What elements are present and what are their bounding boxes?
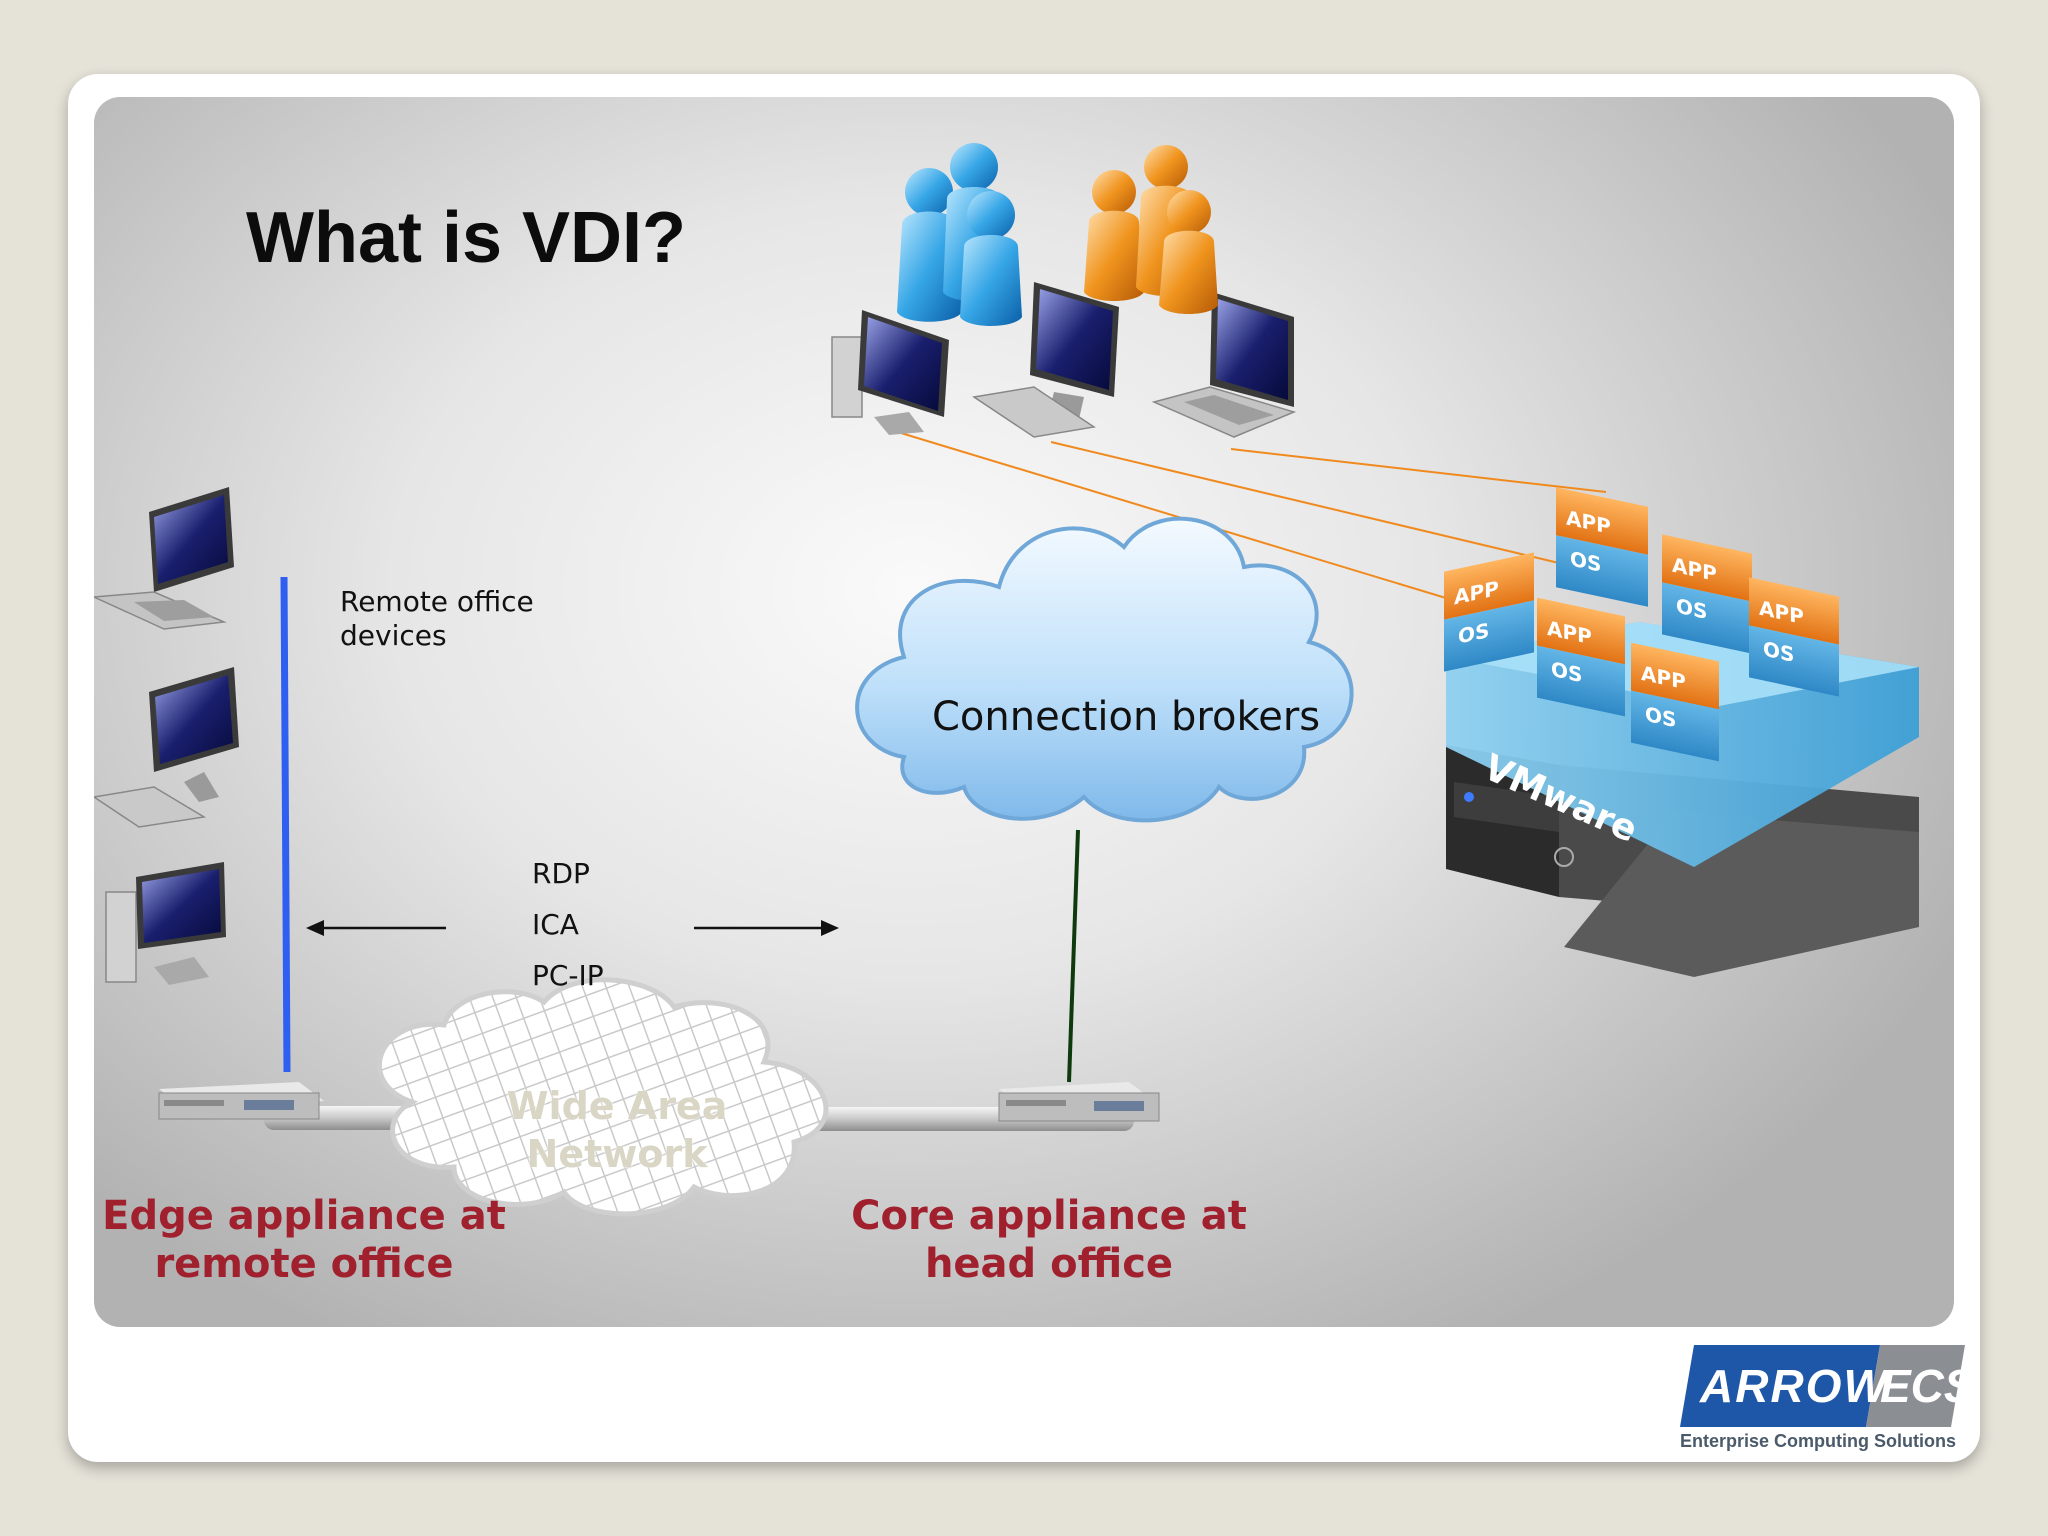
edge-appliance-caption: Edge appliance at remote office xyxy=(102,1193,506,1287)
vm-tile: APP OS xyxy=(1444,552,1534,672)
client-laptop-icon xyxy=(1151,292,1297,438)
vm-tile: APP OS xyxy=(1556,487,1648,607)
diagram-panel: APP OS APP OS APP OS APP OS APP OS APP O… xyxy=(94,97,1954,1327)
connection-broker-cloud-icon xyxy=(855,516,1354,823)
logo-tagline: Enterprise Computing Solutions xyxy=(1680,1431,1957,1451)
core-appliance-caption: Core appliance at head office xyxy=(851,1193,1247,1287)
vm-tile: APP OS xyxy=(1749,577,1839,697)
core-appliance-icon xyxy=(998,1082,1160,1122)
remote-workstation-icon xyxy=(105,862,226,985)
vm-tile: APP OS xyxy=(1537,597,1625,717)
wan-cloud-icon xyxy=(376,977,829,1217)
page-title: What is VDI? xyxy=(246,198,687,278)
left-arrow-icon xyxy=(306,920,446,936)
vm-tile: APP OS xyxy=(1662,534,1752,654)
remote-desktop-icon xyxy=(94,667,239,828)
orange-users-icon xyxy=(1084,145,1218,314)
remote-laptop-icon xyxy=(94,487,234,630)
protocol-pcip: PC-IP xyxy=(532,959,604,992)
logo-brand: ARROW xyxy=(1700,1360,1889,1412)
edge-appliance-icon xyxy=(158,1082,324,1120)
remote-office-bar xyxy=(280,576,291,1073)
broker-link-line xyxy=(1067,829,1080,1083)
protocol-rdp: RDP xyxy=(532,857,590,890)
connection-brokers-label: Connection brokers xyxy=(932,694,1321,740)
logo-mark xyxy=(1680,1345,1965,1427)
arrow-ecs-logo: ARROW ECS Enterprise Computing Solutions xyxy=(1680,1343,1975,1457)
blue-users-icon xyxy=(897,143,1022,326)
protocol-ica: ICA xyxy=(532,908,579,941)
remote-devices-label: Remote office devices xyxy=(340,585,534,652)
logo-unit: ECS xyxy=(1880,1360,1975,1412)
client-workstation-icon xyxy=(831,310,949,435)
wan-label: Wide Area Network xyxy=(506,1084,728,1176)
vm-tile: APP OS xyxy=(1631,642,1719,762)
right-arrow-icon xyxy=(694,920,839,936)
client-desktop-icon xyxy=(972,282,1119,438)
